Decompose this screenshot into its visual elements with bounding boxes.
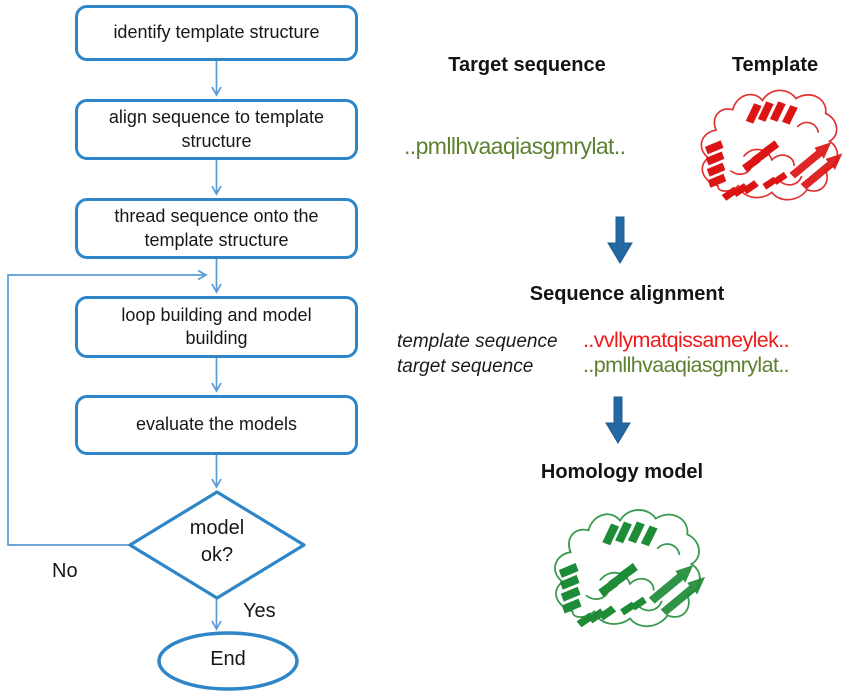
template-protein-structure-image <box>700 89 844 202</box>
alignment-row-template: template sequence ..vvllymatqissameylek.… <box>397 328 850 353</box>
alignment-row-label: template sequence <box>397 331 558 352</box>
loopback-no-connector <box>7 269 208 546</box>
decision-label: model ok? <box>189 517 245 566</box>
flow-step-label: evaluate the models <box>135 414 298 435</box>
flow-step-label: align sequence to template structure <box>108 107 325 151</box>
down-block-arrow-icon <box>605 396 631 444</box>
homology-model-heading: Homology model <box>540 461 704 483</box>
template-sequence-text: ..vvllymatqissameylek.. <box>583 328 790 352</box>
flow-step-identify-template: identify template structure <box>75 5 358 61</box>
end-ellipse <box>157 631 299 691</box>
target-sequence-text: ..pmllhvaaqiasgmrylat.. <box>404 133 626 159</box>
flow-step-label: thread sequence onto the template struct… <box>114 206 319 250</box>
sequence-alignment-heading: Sequence alignment <box>529 283 725 305</box>
decision-diamond <box>128 490 306 600</box>
flow-step-evaluate-models: evaluate the models <box>75 395 358 455</box>
homology-model-structure-image <box>554 509 706 629</box>
end-label: End <box>210 648 246 670</box>
target-sequence-aligned-text: ..pmllhvaaqiasgmrylat.. <box>583 353 790 377</box>
branch-label-no: No <box>52 560 78 582</box>
branch-label-yes: Yes <box>243 600 276 622</box>
down-block-arrow-icon <box>607 216 633 264</box>
flow-step-thread-sequence: thread sequence onto the template struct… <box>75 198 358 259</box>
alignment-row-target: target sequence ..pmllhvaaqiasgmrylat.. <box>397 353 850 378</box>
flow-step-label: identify template structure <box>113 22 320 43</box>
flow-step-loop-model-building: loop building and model building <box>75 296 358 358</box>
alignment-row-label: target sequence <box>397 356 534 377</box>
target-sequence-heading: Target sequence <box>448 54 606 76</box>
template-heading: Template <box>731 54 819 76</box>
flow-step-align-sequence: align sequence to template structure <box>75 99 358 160</box>
flow-step-label: loop building and model building <box>121 304 312 348</box>
